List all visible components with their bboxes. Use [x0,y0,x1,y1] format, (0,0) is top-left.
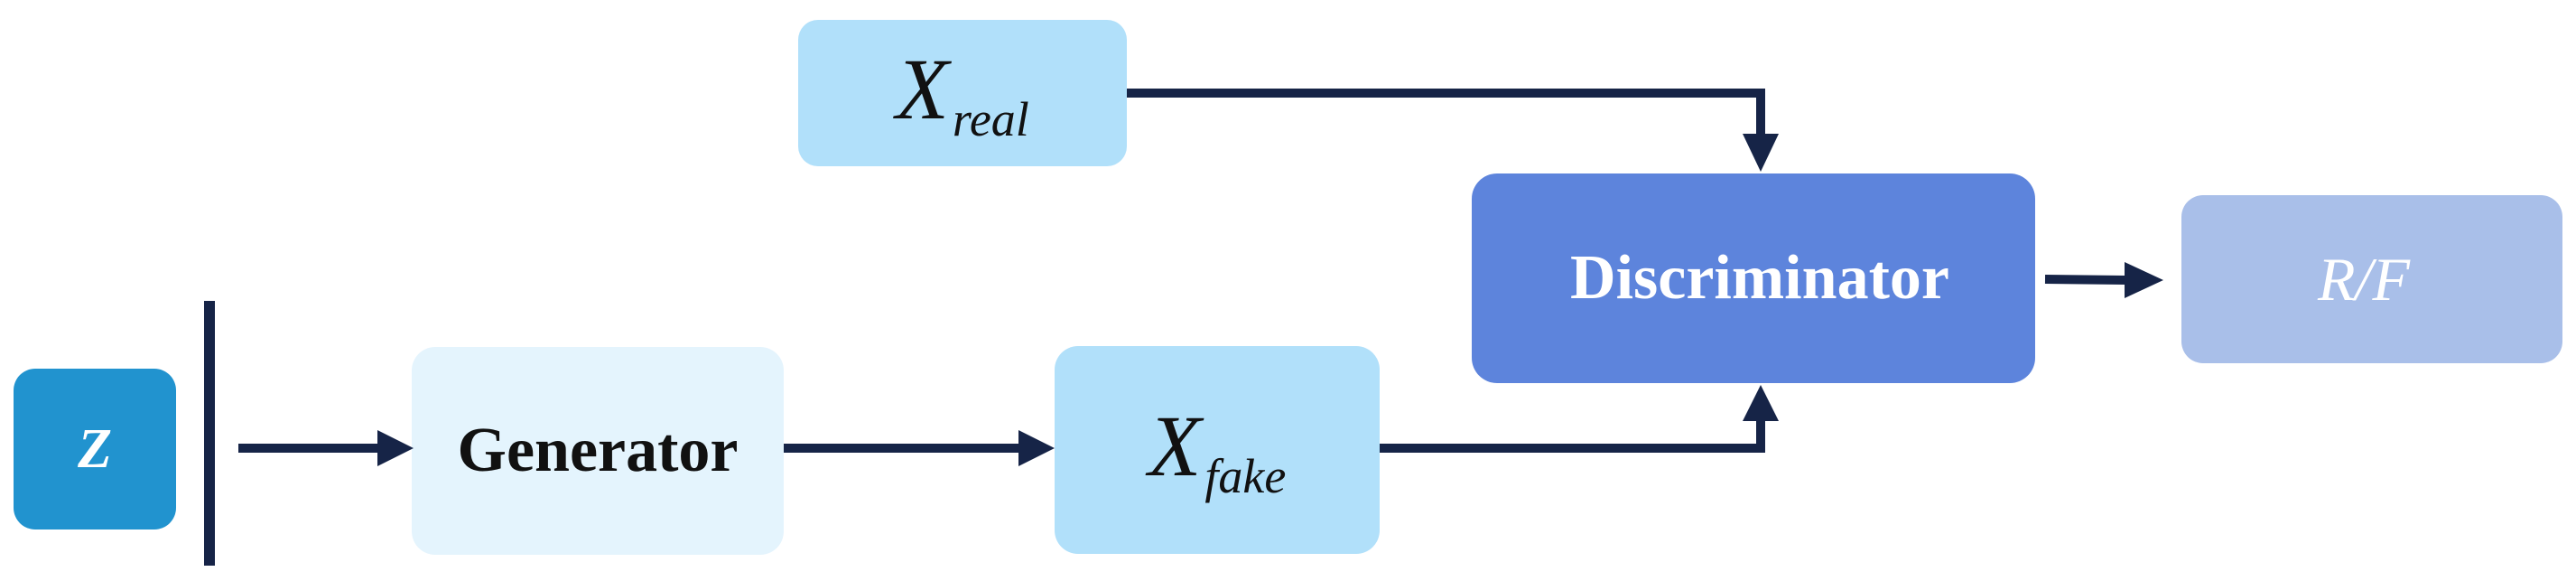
z-to-generator-arrowhead [377,430,414,466]
output-label: R/F [2318,244,2410,314]
discriminator-to-output-arrowhead [2125,262,2163,298]
x-fake-node: Xfake [1055,346,1380,554]
x-real-sub: real [952,91,1029,146]
xreal-to-discriminator-arrow-line [1127,89,1765,134]
x-real-base: X [896,41,949,138]
z-label: Z [78,417,112,480]
x-real-label: Xreal [896,39,1029,147]
x-real-node: Xreal [798,20,1127,166]
generator-label: Generator [457,416,739,485]
x-fake-base: X [1148,398,1202,495]
discriminator-label: Discriminator [1570,243,1949,313]
xfake-to-discriminator-arrowhead [1743,385,1779,421]
generator-to-xfake-arrowhead [1018,430,1055,466]
discriminator-to-output-arrow-line [2044,275,2127,285]
x-fake-sub: fake [1204,448,1287,503]
discriminator-node: Discriminator [1472,173,2035,383]
xreal-to-discriminator-arrowhead [1743,134,1779,172]
xfake-to-discriminator-arrow-line [1380,421,1765,453]
output-node: R/F [2181,195,2562,363]
x-fake-label: Xfake [1149,396,1287,504]
generator-node: Generator [412,347,784,555]
z-node: Z [14,369,176,529]
